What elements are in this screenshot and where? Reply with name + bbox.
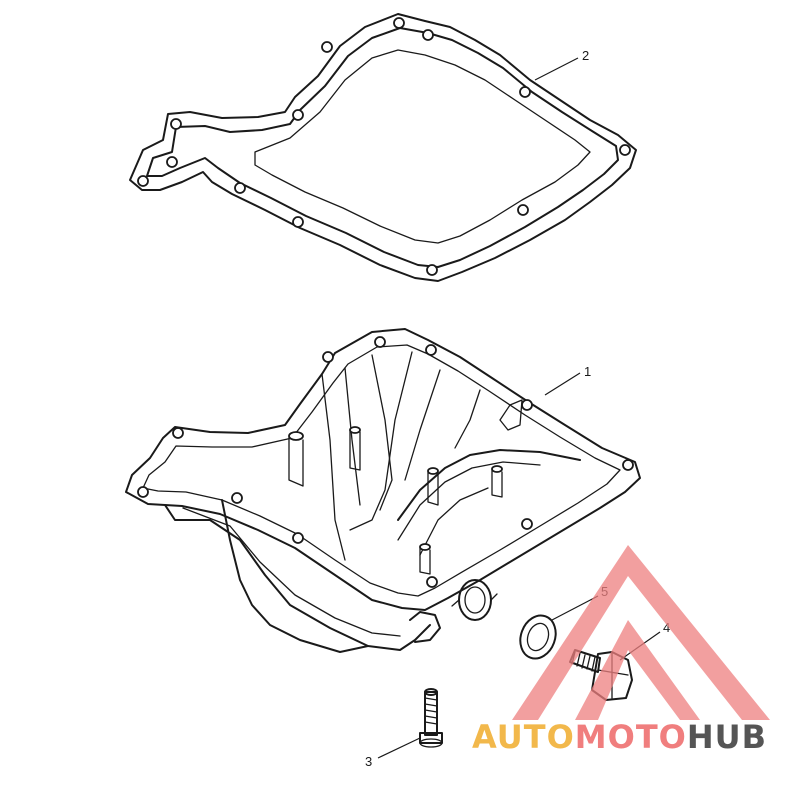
callout-1-label: 1 [584, 364, 591, 379]
callout-4-label: 4 [663, 620, 670, 635]
callout-2: 2 [534, 48, 589, 81]
watermark-moto: MOTO [575, 718, 687, 756]
watermark-text: AUTOMOTOHUB [472, 718, 767, 756]
watermark-hub: HUB [687, 718, 767, 756]
callout-3-label: 3 [365, 754, 372, 769]
oil-pan [125, 328, 641, 653]
callout-2-label: 2 [582, 48, 589, 63]
callout-3: 3 [365, 737, 421, 769]
bolt [419, 688, 443, 748]
callout-1: 1 [544, 364, 591, 396]
watermark-auto: AUTO [472, 718, 575, 756]
oil-pan-gasket [129, 13, 637, 282]
watermark-logo [512, 545, 770, 720]
drain-plug-washer [519, 614, 557, 660]
